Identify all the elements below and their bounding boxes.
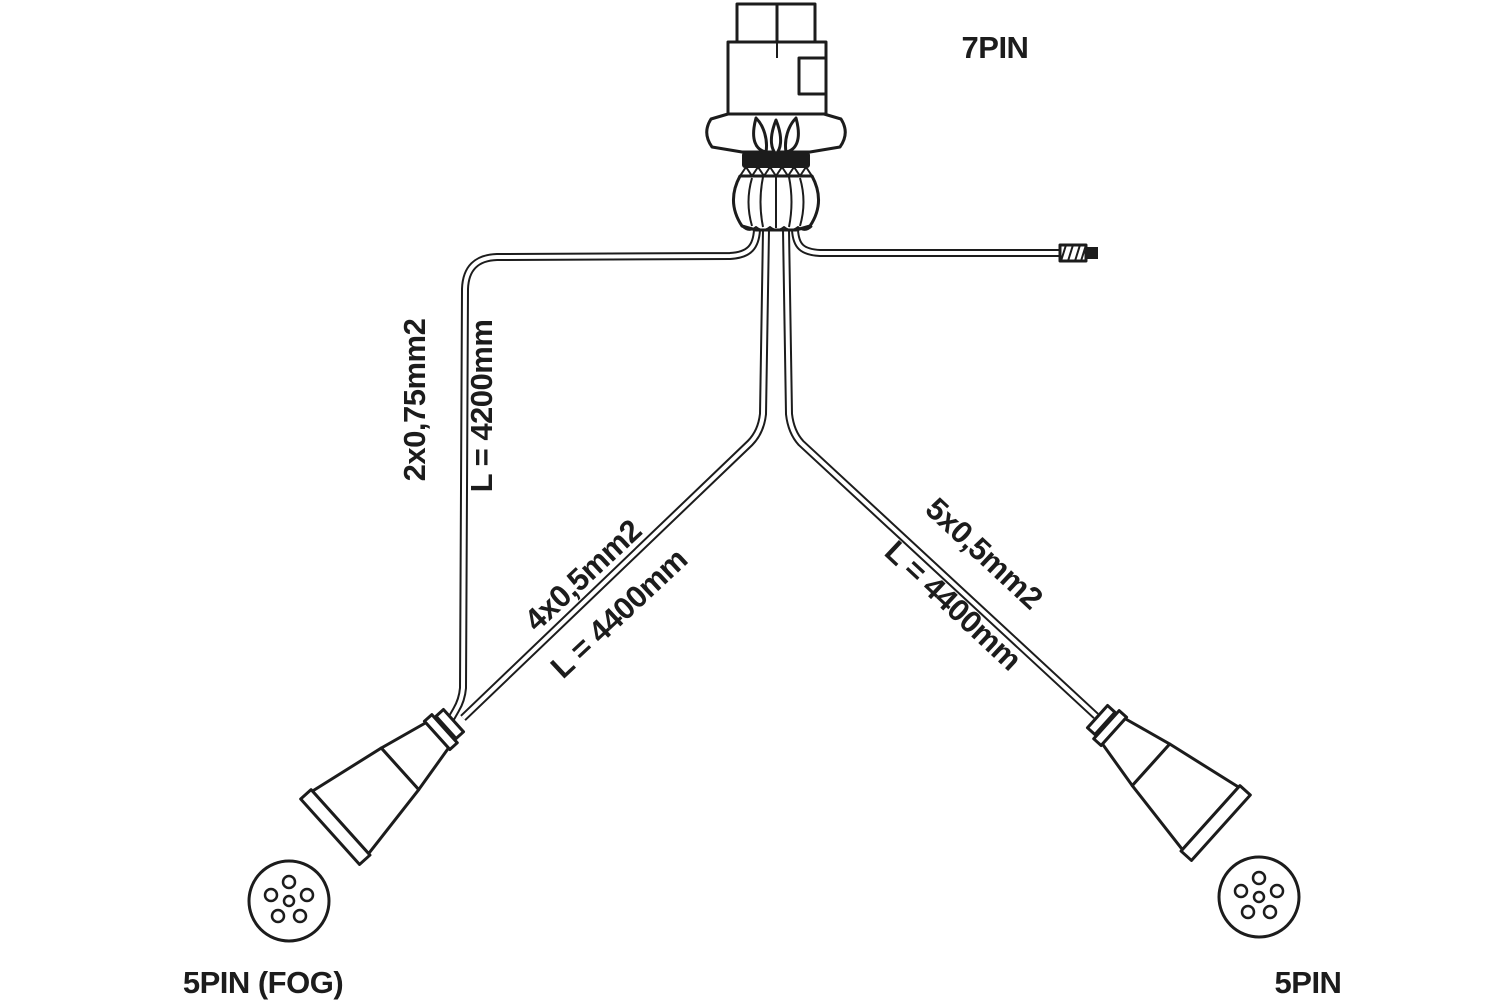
- gland-crown-teeth: [739, 166, 813, 177]
- label-bottom-left-connector: 5PIN (FOG): [183, 965, 343, 1000]
- pin-hole: [1240, 904, 1256, 920]
- contact-leaf: [769, 118, 783, 156]
- pin-hole: [1269, 883, 1285, 899]
- pin-hole-center: [1252, 890, 1266, 904]
- cable-core: [446, 229, 759, 725]
- pin-hole: [281, 874, 297, 890]
- gland-bottom-scallop: [741, 225, 813, 231]
- cable-2x075-run: [444, 229, 761, 726]
- face: [1217, 855, 1301, 939]
- cable-5x05-run: [782, 229, 1099, 719]
- label-left-cable-spec: 2x0,75mm2: [397, 319, 432, 482]
- boot-collar-band: [1085, 704, 1117, 737]
- label-top-connector: 7PIN: [962, 30, 1029, 65]
- plug-lock-ring: [742, 152, 810, 168]
- cable-flat-lead-run: [791, 229, 1098, 263]
- flange-contact-leaves: [752, 116, 800, 156]
- gland-ridge: [747, 177, 753, 227]
- boot-collar-band: [434, 708, 466, 741]
- plug-body-notch: [797, 56, 826, 96]
- pin-holes: [1233, 870, 1285, 920]
- terminal-tip: [1086, 247, 1098, 259]
- gland-ridge: [799, 177, 805, 227]
- plug-gland-nut: [732, 166, 820, 232]
- cable-core: [793, 229, 1062, 255]
- label-bottom-right-connector: 5PIN: [1275, 965, 1342, 1000]
- cable-outline: [460, 229, 770, 721]
- connector-5pin-fog: [247, 708, 466, 943]
- cable-core: [784, 229, 1098, 718]
- label-left-cable-length: L = 4200mm: [464, 320, 499, 493]
- pin-holes: [263, 874, 315, 924]
- terminal-hatch: [1060, 244, 1087, 262]
- pin-hole: [299, 887, 315, 903]
- connector-7pin: [705, 2, 847, 232]
- pin-hole-center: [282, 894, 296, 908]
- pin-hole: [1262, 904, 1278, 920]
- pin-hole: [263, 887, 279, 903]
- boot-end-rim: [299, 788, 372, 866]
- fog-boot: [299, 708, 466, 866]
- gland-ridge: [759, 176, 764, 228]
- pin-hole: [1251, 870, 1267, 886]
- cable-4x05-run: [460, 229, 770, 721]
- fog-face: [247, 859, 331, 943]
- cable-outline: [791, 229, 1062, 257]
- cable-core: [461, 229, 768, 720]
- pin-hole: [270, 908, 286, 924]
- pin-hole: [292, 908, 308, 924]
- connector-5pin: [1085, 704, 1301, 939]
- boot: [1085, 704, 1252, 862]
- gland-ridge: [788, 176, 793, 228]
- pin-hole: [1233, 883, 1249, 899]
- flat-terminal: [1058, 243, 1098, 263]
- boot-end-rim: [1179, 784, 1252, 862]
